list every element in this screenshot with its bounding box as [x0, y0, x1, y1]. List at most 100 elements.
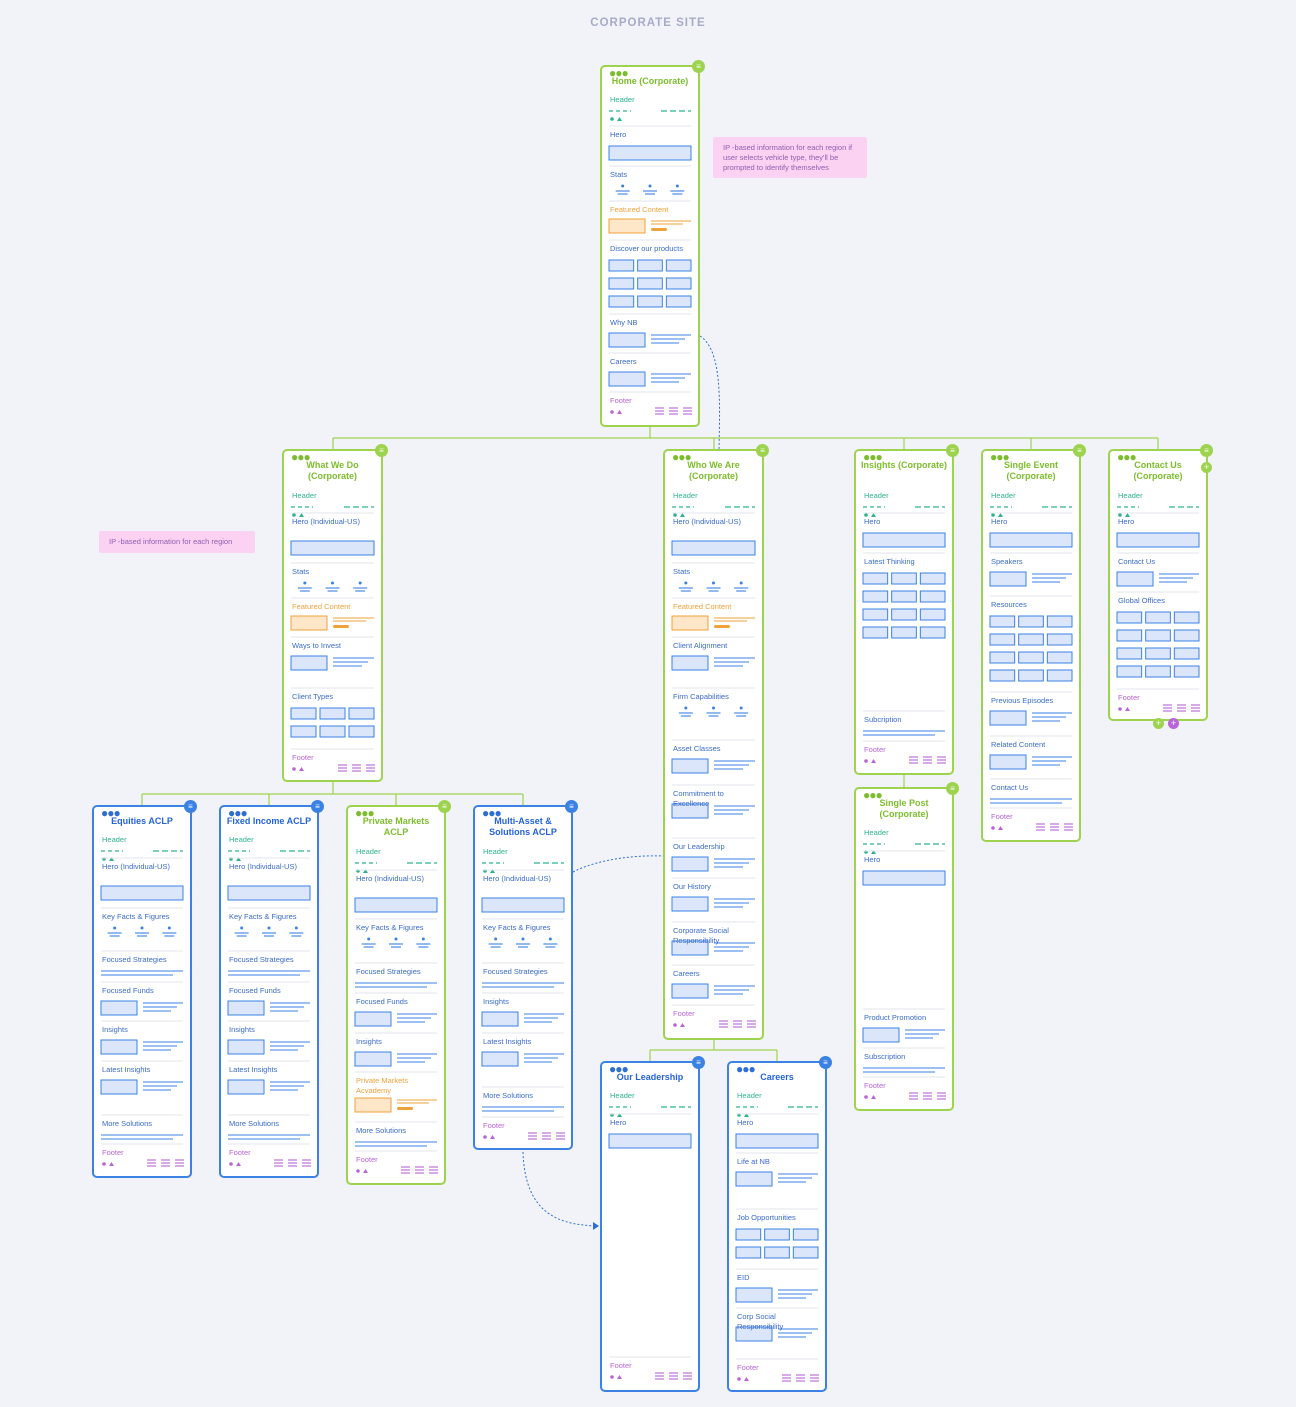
section-label: Contact Us: [991, 783, 1029, 792]
section-label: Focused Strategies: [102, 955, 167, 964]
section-label: Resources: [991, 600, 1027, 609]
triangle-icon: [680, 1023, 685, 1027]
page-title: Private Markets ACLP: [362, 816, 430, 837]
comment-icon[interactable]: ≡: [692, 1056, 705, 1069]
placeholder-box: [1018, 615, 1044, 628]
page-title: Home (Corporate): [611, 76, 689, 86]
add-icon[interactable]: +: [1153, 718, 1164, 729]
placeholder-box: [671, 896, 709, 912]
placeholder-box: [227, 1079, 265, 1095]
comment-icon[interactable]: ≡: [1200, 444, 1213, 457]
section-label: Client Types: [292, 692, 334, 701]
placeholder-box: [1145, 647, 1171, 660]
placeholder-box: [671, 803, 709, 819]
wireframe-placeholders: [735, 1106, 819, 1382]
section-label: Footer: [864, 1081, 886, 1090]
add-icon[interactable]: +: [1168, 718, 1179, 729]
section-label: Key Facts & Figures: [229, 912, 297, 921]
comment-icon[interactable]: ≡: [375, 444, 388, 457]
section-label: Careers: [610, 357, 637, 366]
page-title: Who We Are (Corporate): [687, 460, 740, 481]
placeholder-box: [862, 1027, 900, 1043]
stat-mark: [684, 581, 688, 585]
placeholder-box: [862, 870, 946, 886]
placeholder-box: [735, 1171, 773, 1187]
placeholder-box: [348, 707, 375, 720]
comment-icon[interactable]: ≡: [438, 800, 451, 813]
placeholder-box: [348, 725, 375, 738]
triangle-icon: [363, 869, 368, 873]
comment-icon[interactable]: ≡: [946, 782, 959, 795]
comment-icon[interactable]: ≡: [819, 1056, 832, 1069]
section-label: Stats: [610, 170, 628, 179]
placeholder-box: [1046, 615, 1073, 628]
section-label: Latest Insights: [102, 1065, 151, 1074]
placeholder-box: [354, 1097, 392, 1113]
placeholder-box: [608, 145, 692, 161]
stat-mark: [712, 706, 715, 710]
wireframe-placeholders: [481, 862, 565, 1140]
section-label: Key Facts & Figures: [483, 923, 551, 932]
comment-icon[interactable]: ≡: [311, 800, 324, 813]
stat-mark: [394, 937, 398, 941]
triangle-icon: [680, 513, 685, 517]
section-label: Related Content: [991, 740, 1046, 749]
comment-icon[interactable]: ≡: [1073, 444, 1086, 457]
page-title: Single Post (Corporate): [879, 798, 929, 819]
stat-mark: [675, 184, 679, 188]
comment-icon[interactable]: ≡: [692, 60, 705, 73]
placeholder-box: [1145, 629, 1171, 642]
placeholder-box: [637, 295, 663, 308]
comment-icon[interactable]: ≡: [756, 444, 769, 457]
region-note: IP -based information for each region if…: [713, 137, 867, 178]
placeholder-box: [764, 1246, 790, 1259]
placeholder-box: [608, 218, 646, 234]
section-label: Hero (Individual-US): [673, 517, 741, 526]
wireframe-placeholders: [100, 850, 184, 1167]
stat-mark: [521, 937, 525, 941]
placeholder-box: [671, 655, 709, 671]
placeholder-box: [481, 1051, 519, 1067]
section-label: Footer: [229, 1148, 251, 1157]
wireframe-placeholders: [1116, 506, 1200, 712]
section-label: Footer: [737, 1363, 759, 1372]
stat-mark: [267, 926, 271, 930]
section-label: Insights: [102, 1025, 128, 1034]
section-label: Job Opportunities: [737, 1213, 796, 1222]
add-icon[interactable]: +: [1201, 462, 1212, 473]
page-title: What We Do (Corporate): [306, 460, 359, 481]
placeholder-box: [608, 277, 635, 290]
section-label: Product Promotion: [864, 1013, 927, 1022]
section-label: Key Facts & Figures: [102, 912, 170, 921]
section-label: Hero: [1118, 517, 1135, 526]
placeholder-box: [891, 626, 917, 639]
stat-mark: [684, 706, 688, 710]
wireframe-placeholders: [290, 506, 375, 772]
triangle-icon: [236, 857, 241, 861]
dot-icon: [292, 767, 296, 771]
section-label: Footer: [1118, 693, 1140, 702]
comment-icon[interactable]: ≡: [565, 800, 578, 813]
section-label: More Solutions: [483, 1091, 534, 1100]
section-label: Hero (Individual-US): [292, 517, 360, 526]
section-label: Speakers: [991, 557, 1023, 566]
stat-mark: [358, 581, 362, 585]
comment-icon[interactable]: ≡: [946, 444, 959, 457]
comment-icon[interactable]: ≡: [184, 800, 197, 813]
section-label: Footer: [483, 1121, 505, 1130]
placeholder-box: [1018, 651, 1044, 664]
placeholder-box: [735, 1246, 762, 1259]
